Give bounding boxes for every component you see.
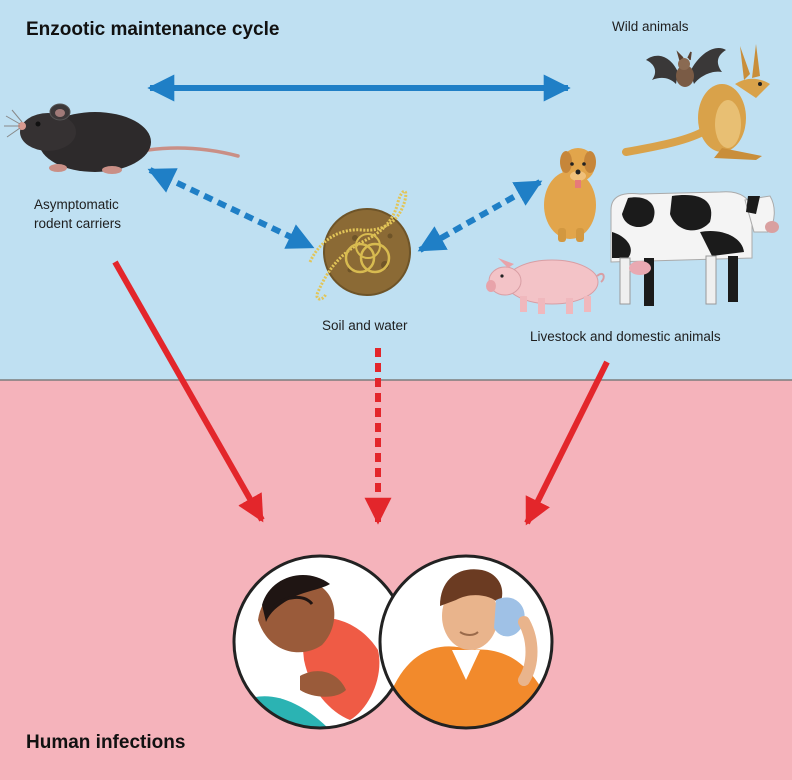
soil-ball-icon bbox=[323, 208, 411, 296]
livestock-label: Livestock and domestic animals bbox=[530, 329, 721, 344]
cow-icon bbox=[610, 191, 779, 306]
livestock-soil-arrow bbox=[417, 179, 543, 253]
soil-water-label: Soil and water bbox=[322, 318, 408, 333]
sick-man-icon bbox=[378, 554, 554, 730]
kangaroo-icon bbox=[622, 44, 770, 160]
sick-woman-icon bbox=[232, 554, 408, 730]
dog-icon bbox=[544, 148, 596, 242]
bottom-section-background bbox=[0, 380, 792, 780]
wild-animals-label: Wild animals bbox=[612, 19, 689, 34]
rodent-carriers-label-line1: Asymptomatic bbox=[34, 197, 119, 212]
rodent-human-arrow bbox=[112, 260, 265, 523]
pig-icon bbox=[486, 258, 605, 314]
livestock-human-arrow bbox=[524, 360, 610, 526]
bat-icon bbox=[646, 48, 726, 87]
top-section-title: Enzootic maintenance cycle bbox=[26, 19, 280, 40]
leptospira-icon bbox=[308, 189, 408, 301]
rodent-carriers-label-line2: rodent carriers bbox=[34, 216, 122, 231]
rat-icon bbox=[4, 103, 240, 174]
bottom-section-title: Human infections bbox=[26, 732, 186, 753]
